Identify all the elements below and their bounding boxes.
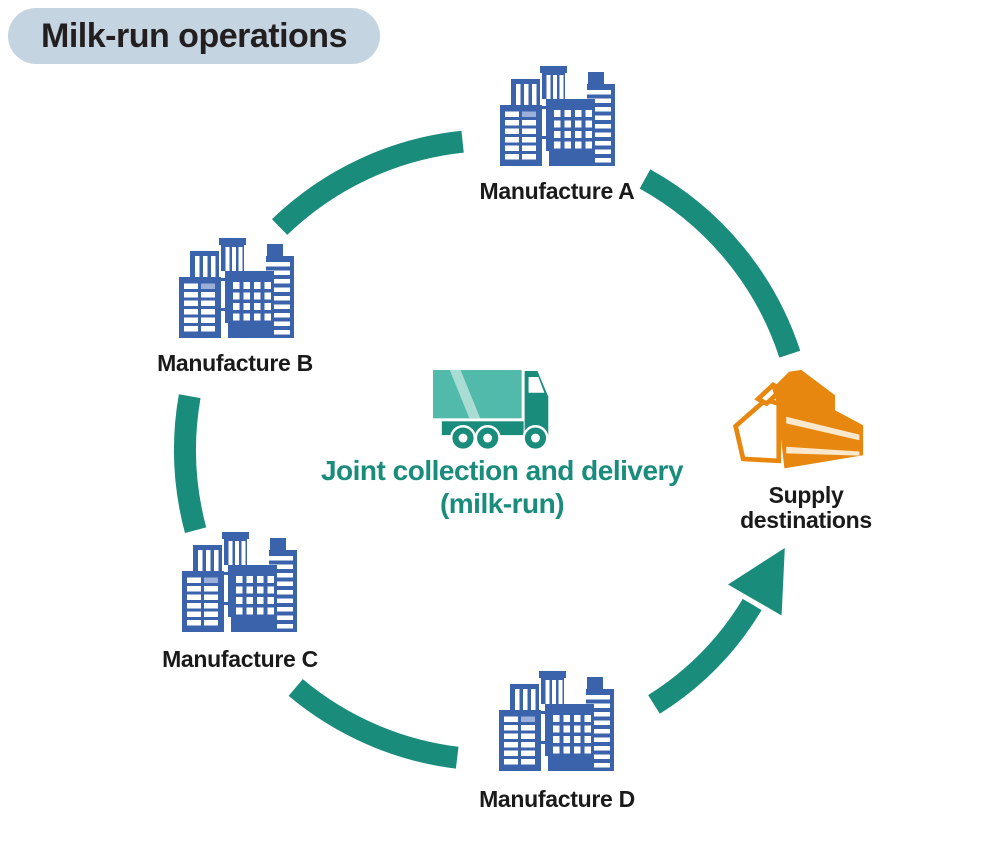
caption-line1: Joint collection and delivery: [320, 455, 684, 486]
factory-icon: [496, 671, 616, 777]
route-arc-top-left: [271, 130, 464, 235]
node-manufacture-d-label: Manufacture D: [479, 786, 635, 812]
node-manufacture-a-label: Manufacture A: [479, 178, 635, 204]
truck-icon: [430, 362, 568, 453]
node-supply-destinations-label: Supply destinations: [740, 483, 872, 533]
factory-icon: [179, 532, 299, 638]
center-caption: Joint collection and delivery (milk-run): [320, 454, 684, 520]
route-arc-top-right: [639, 169, 801, 358]
title-badge: Milk-run operations: [8, 8, 380, 64]
page-title: Milk-run operations: [41, 16, 347, 55]
caption-line2: (milk-run): [439, 488, 565, 519]
node-manufacture-c-label: Manufacture C: [162, 646, 318, 672]
factory-icon: [176, 238, 296, 344]
supply-label-line2: destinations: [740, 507, 872, 533]
warehouse-icon: [730, 368, 880, 473]
route-arc-left: [174, 394, 207, 534]
route-arc-bottom-left: [288, 679, 459, 769]
route-arrow-icon: [648, 548, 785, 714]
node-manufacture-b-label: Manufacture B: [157, 350, 313, 376]
supply-label-line1: Supply: [768, 482, 844, 508]
factory-icon: [497, 66, 617, 172]
